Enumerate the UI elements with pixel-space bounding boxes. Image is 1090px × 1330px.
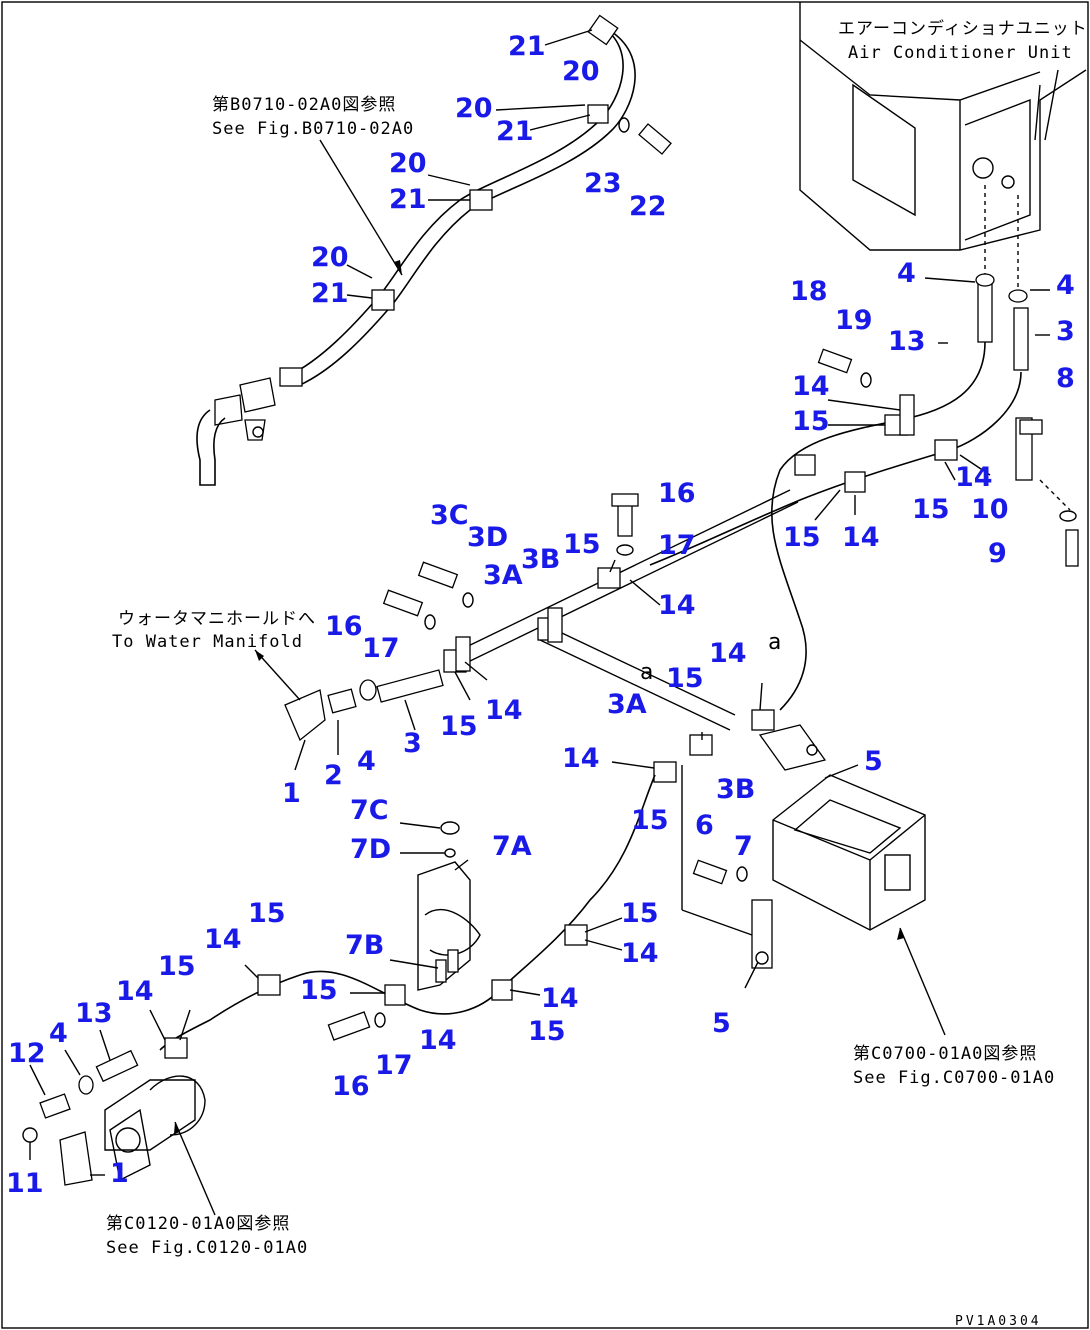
callout-9: 9 (988, 538, 1007, 569)
callout-20: 20 (311, 242, 349, 273)
callout-15: 15 (563, 529, 601, 560)
callout-4: 4 (897, 258, 916, 289)
callout-13: 13 (888, 326, 926, 357)
callout-14: 14 (204, 924, 242, 955)
callout-18: 18 (790, 276, 828, 307)
air-conditioner-unit (799, 2, 1087, 251)
callout-20: 20 (455, 93, 493, 124)
callout-7A: 7A (492, 831, 532, 862)
callout-3A: 3A (607, 689, 647, 720)
right-hose-assembly (649, 185, 1079, 711)
callout-5: 5 (864, 746, 883, 777)
callout-17: 17 (362, 633, 400, 664)
callout-4: 4 (357, 746, 376, 777)
callout-14: 14 (485, 695, 523, 726)
battery-box (681, 724, 946, 1036)
callout-3: 3 (1056, 316, 1075, 347)
callout-14: 14 (792, 371, 830, 402)
leader-lines (29, 29, 1050, 1176)
callout-14: 14 (658, 590, 696, 621)
callout-15: 15 (912, 494, 950, 525)
note-ref-c0700-en: See Fig.C0700-01A0 (853, 1068, 1056, 1088)
note-air-conditioner-en: Air Conditioner Unit (848, 43, 1073, 63)
marker-a-2: a (768, 630, 782, 655)
callout-3B: 3B (716, 774, 756, 805)
note-ref-c0120-en: See Fig.C0120-01A0 (106, 1238, 309, 1258)
callout-10: 10 (971, 494, 1009, 525)
callout-14: 14 (562, 743, 600, 774)
callout-15: 15 (631, 805, 669, 836)
callout-11: 11 (6, 1168, 44, 1199)
callout-15: 15 (300, 975, 338, 1006)
note-ref-c0120-jp: 第C0120-01A0図参照 (106, 1214, 291, 1234)
callout-12: 12 (8, 1038, 46, 1069)
callout-15: 15 (248, 898, 286, 929)
callout-3B: 3B (521, 544, 561, 575)
callout-16: 16 (658, 478, 696, 509)
callout-15: 15 (792, 406, 830, 437)
callout-2: 2 (324, 760, 343, 791)
callout-3: 3 (403, 728, 422, 759)
callout-15: 15 (528, 1016, 566, 1047)
callout-17: 17 (658, 530, 696, 561)
callout-23: 23 (584, 168, 622, 199)
callout-7C: 7C (350, 795, 389, 826)
callout-7D: 7D (350, 834, 392, 865)
note-ref-b0710-jp: 第B0710-02A0図参照 (212, 95, 397, 115)
marker-a-1: a (640, 660, 654, 685)
callout-7B: 7B (345, 930, 385, 961)
callout-15: 15 (440, 711, 478, 742)
callout-14: 14 (541, 983, 579, 1014)
upper-hose-assembly (196, 14, 672, 486)
callout-15: 15 (783, 522, 821, 553)
lower-hose-assembly (22, 774, 656, 1216)
middle-pipe-assembly (254, 489, 799, 783)
note-air-conditioner-jp: エアーコンディショナユニット (838, 19, 1088, 39)
callout-5: 5 (712, 1008, 731, 1039)
callout-15: 15 (621, 898, 659, 929)
callout-8: 8 (1056, 363, 1075, 394)
callout-19: 19 (835, 305, 873, 336)
callout-16: 16 (325, 611, 363, 642)
note-water-manifold-en: To Water Manifold (112, 632, 303, 652)
note-ref-b0710-en: See Fig.B0710-02A0 (212, 119, 415, 139)
callout-14: 14 (419, 1025, 457, 1056)
callout-1: 1 (282, 778, 301, 809)
callout-21: 21 (389, 184, 427, 215)
callout-13: 13 (75, 998, 113, 1029)
note-ref-c0700-jp: 第C0700-01A0図参照 (853, 1044, 1038, 1064)
callout-4: 4 (1056, 270, 1075, 301)
callout-16: 16 (332, 1071, 370, 1102)
callout-15: 15 (666, 663, 704, 694)
callout-17: 17 (375, 1050, 413, 1081)
note-water-manifold-jp: ウォータマニホールドへ (118, 609, 316, 629)
callout-21: 21 (311, 278, 349, 309)
callout-14: 14 (621, 938, 659, 969)
callout-22: 22 (629, 191, 667, 222)
callout-20: 20 (562, 56, 600, 87)
figure-code: PV1A0304 (955, 1314, 1042, 1329)
callout-21: 21 (496, 116, 534, 147)
callout-4: 4 (49, 1018, 68, 1049)
callout-14: 14 (709, 638, 747, 669)
callout-3A: 3A (483, 560, 523, 591)
callout-14: 14 (955, 462, 993, 493)
callout-7: 7 (734, 831, 753, 862)
callout-6: 6 (695, 810, 714, 841)
callout-21: 21 (508, 31, 546, 62)
callout-1: 1 (110, 1158, 129, 1189)
callout-3C: 3C (430, 500, 469, 531)
callout-15: 15 (158, 951, 196, 982)
callout-14: 14 (842, 522, 880, 553)
callout-3D: 3D (467, 522, 509, 553)
callout-20: 20 (389, 148, 427, 179)
callout-14: 14 (116, 976, 154, 1007)
